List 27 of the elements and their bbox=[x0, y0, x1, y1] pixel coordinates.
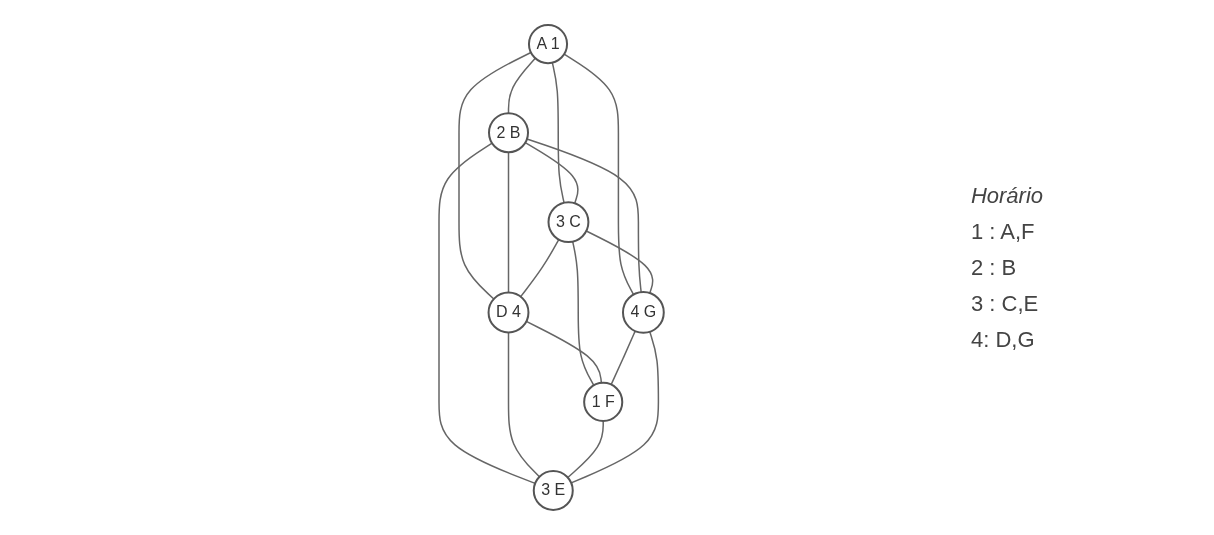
schedule-row-text: 3 : C,E bbox=[970, 290, 1040, 317]
node-circle: D 4 bbox=[487, 291, 529, 334]
node-circle: 4 G bbox=[621, 291, 665, 334]
node-circle: 3 C bbox=[547, 201, 589, 244]
node-circle: 3 E bbox=[532, 469, 574, 511]
connector bbox=[507, 151, 509, 294]
connector bbox=[525, 320, 602, 384]
connector bbox=[609, 330, 636, 386]
connector bbox=[437, 142, 536, 485]
node-circle: A 1 bbox=[527, 24, 568, 65]
connector bbox=[507, 331, 540, 478]
schedule-row-text: 4: D,G bbox=[970, 326, 1036, 353]
connector bbox=[457, 51, 532, 300]
connector bbox=[585, 230, 653, 294]
connector bbox=[507, 57, 536, 114]
schedule-row-text: 1 : A,F bbox=[970, 218, 1036, 245]
node-circle: 1 F bbox=[582, 381, 623, 422]
connector bbox=[570, 331, 659, 484]
connector bbox=[571, 240, 595, 387]
table-heading: Horário bbox=[970, 182, 1044, 209]
schedule-row-text: 2 : B bbox=[970, 254, 1018, 281]
connector bbox=[519, 238, 560, 298]
connector bbox=[566, 420, 604, 479]
node-circle: 2 B bbox=[487, 112, 529, 154]
connector bbox=[525, 138, 642, 293]
connector bbox=[551, 61, 565, 204]
connector bbox=[524, 141, 579, 204]
